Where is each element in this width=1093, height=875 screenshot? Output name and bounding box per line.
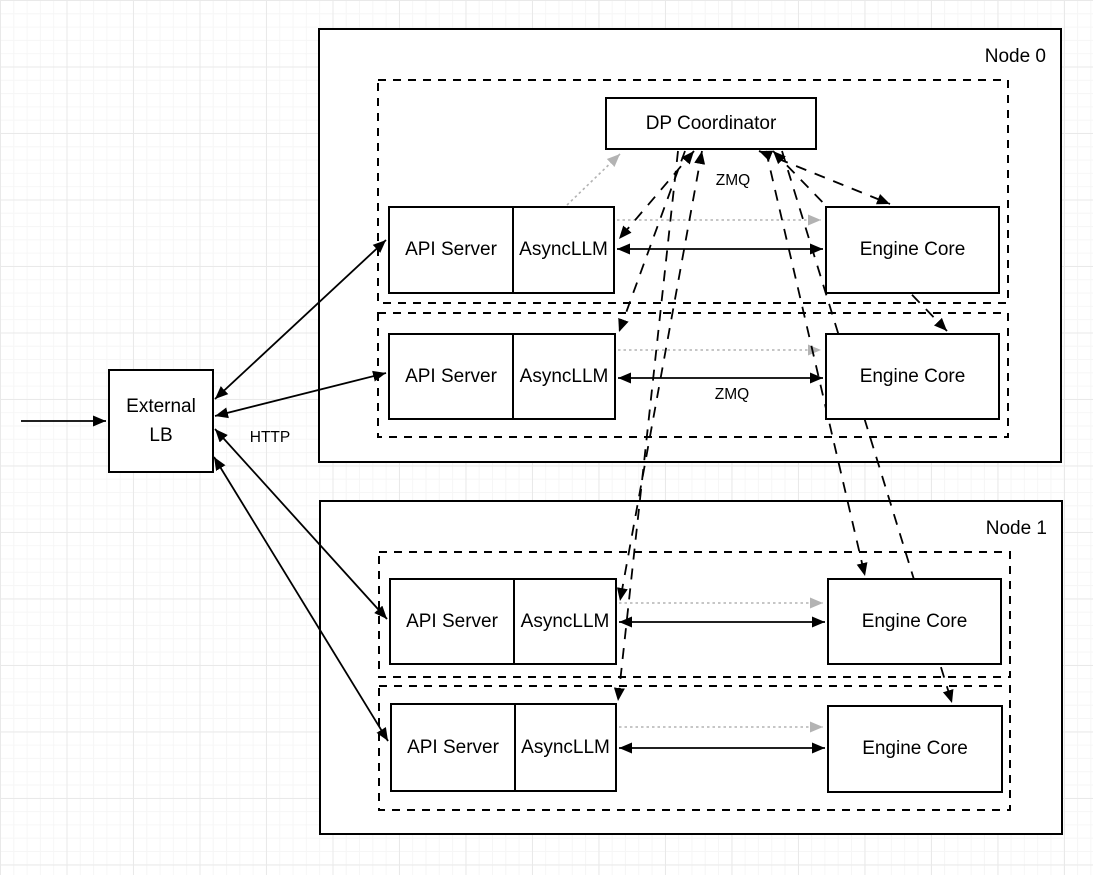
engine-core-box-n1r1: Engine Core xyxy=(827,705,1003,793)
engine-core-box-n0r1: Engine Core xyxy=(825,333,1000,420)
lb-api-n0r0-arrow xyxy=(214,239,387,400)
engine-core-label: Engine Core xyxy=(859,239,966,260)
node0-rank0-dashed-box xyxy=(377,79,1009,304)
coordinator-engine-n0r0-arrow xyxy=(758,150,891,205)
api-asyncllm-box-n0r1: API Server AsyncLLM xyxy=(388,333,616,420)
engine-core-box-n0r0: Engine Core xyxy=(825,206,1000,294)
coordinator-asyncllm-n1r0-arrow xyxy=(616,150,706,602)
api-asyncllm-box-n1r1: API Server AsyncLLM xyxy=(390,703,617,792)
http-edge-label: HTTP xyxy=(249,429,291,446)
dp-coordinator-box: DP Coordinator xyxy=(605,97,817,150)
api-server-label: API Server xyxy=(406,610,498,632)
lb-api-n0r1-arrow xyxy=(214,370,387,419)
external-lb-box: External LB xyxy=(108,369,214,473)
external-lb-label-line1: External xyxy=(126,396,196,417)
engine-core-label: Engine Core xyxy=(862,738,968,759)
asyncllm-label: AsyncLLM xyxy=(512,335,614,418)
node1-title: Node 1 xyxy=(985,518,1047,539)
asyncllm-label: AsyncLLM xyxy=(513,580,615,663)
coordinator-engine-n1r0-arrow xyxy=(765,150,868,577)
engine-core-box-n1r0: Engine Core xyxy=(827,578,1002,665)
api-server-label: API Server xyxy=(407,736,499,758)
coordinator-asyncllm-n1r1-arrow xyxy=(613,150,679,702)
lb-api-n1r0-arrow xyxy=(214,428,388,620)
zmq-edge-label-mid: ZMQ xyxy=(714,386,750,403)
zmq-edge-label-top: ZMQ xyxy=(715,172,751,189)
api-server-label: API Server xyxy=(405,365,497,387)
asyncllm-label: AsyncLLM xyxy=(514,705,615,790)
dp-coordinator-label: DP Coordinator xyxy=(645,112,777,134)
api-server-label: API Server xyxy=(405,239,497,260)
asyncllm-label: AsyncLLM xyxy=(512,208,613,292)
api-asyncllm-box-n0r0: API Server AsyncLLM xyxy=(388,206,615,294)
external-lb-label-line2: LB xyxy=(149,425,173,446)
api-asyncllm-box-n1r0: API Server AsyncLLM xyxy=(389,578,617,665)
handshake-asyncllm-coordinator-arrow xyxy=(566,153,621,206)
engine-core-label: Engine Core xyxy=(861,610,968,632)
node0-title: Node 0 xyxy=(984,46,1046,67)
coordinator-asyncllm-n0r0-arrow xyxy=(618,150,695,240)
engine-core-label: Engine Core xyxy=(859,365,966,387)
lb-api-n1r1-arrow xyxy=(213,456,389,742)
node1-rank1-dashed-box xyxy=(378,685,1011,811)
